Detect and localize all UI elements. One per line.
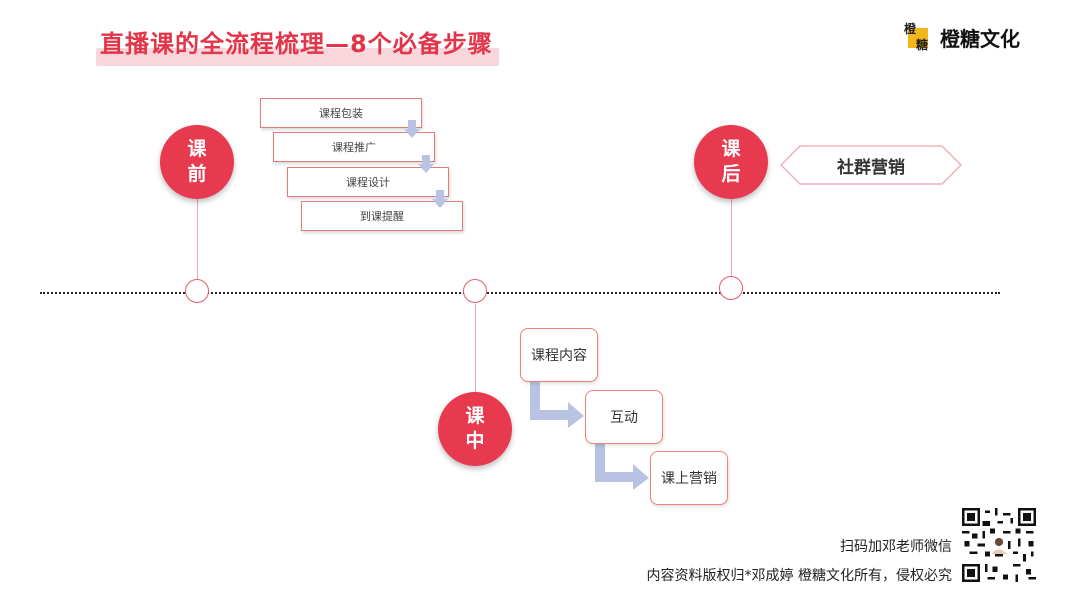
copyright-text: 内容资料版权归*邓成婷 橙糖文化所有，侵权必究 [646,568,952,584]
in-class-step-content: 课程内容 [520,328,598,382]
connector-before [197,196,198,280]
timeline-node-after [719,276,743,300]
pre-step-4: 到课提醒 [301,201,463,231]
scan-qr-text: 扫码加邓老师微信 [840,539,952,555]
hexagon-shape [780,145,962,185]
timeline-node-before [185,279,209,303]
pre-step-1: 课程包装 [260,98,422,128]
logo-text: 橙糖文化 [940,26,1020,51]
pre-step-2: 课程推广 [273,132,435,162]
qr-code-image[interactable] [962,508,1036,582]
title-highlight [96,48,499,66]
timeline-axis [40,292,1000,294]
down-arrow-icon [404,120,420,138]
after-step-hexagon: 社群营销 [780,145,962,185]
page-title-banner: 直播课的全流程梳理—8个必备步骤 [96,22,499,66]
phase-after-circle: 课后 [694,125,768,199]
pre-step-3: 课程设计 [287,167,449,197]
in-class-step-interaction: 互动 [585,390,663,444]
phase-during-circle: 课中 [438,392,512,466]
timeline-node-during [463,279,487,303]
down-arrow-icon [418,155,434,173]
after-step-label: 社群营销 [837,157,905,178]
brand-logo: 橙 糖 橙糖文化 [904,20,1020,54]
bent-arrow-icon [530,382,584,428]
down-arrow-icon [432,190,448,208]
connector-after [731,196,732,276]
page-title: 直播课的全流程梳理—8个必备步骤 [100,30,493,58]
in-class-step-marketing: 课上营销 [650,451,728,505]
connector-during [475,304,476,394]
phase-before-circle: 课前 [160,125,234,199]
logo-mark-icon: 橙 糖 [904,22,929,52]
bent-arrow-icon [595,444,649,490]
